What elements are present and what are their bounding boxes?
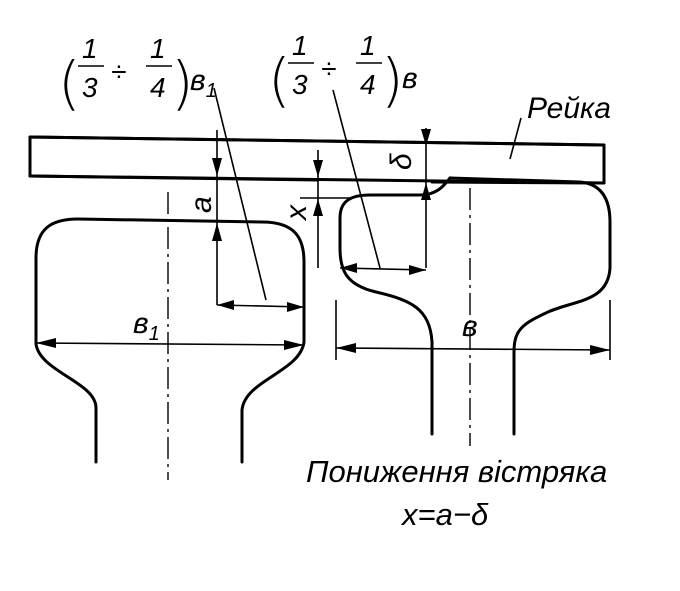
dimension-delta-label: δ <box>385 153 418 170</box>
left-rail-profile <box>34 192 306 480</box>
left-frac2-den: 4 <box>150 72 166 103</box>
rail-leader-line <box>509 117 522 160</box>
dimension-b1-label: в1 <box>133 307 160 345</box>
right-div-sign: ÷ <box>321 53 336 84</box>
dimension-a-label: a <box>185 196 218 213</box>
left-frac1-num: 1 <box>82 33 98 64</box>
left-fraction-dimension <box>213 87 305 312</box>
left-paren-open: ( <box>58 49 81 117</box>
dimension-b1 <box>35 338 305 350</box>
right-fraction-dimension <box>332 89 427 275</box>
right-frac1-num: 1 <box>292 30 308 61</box>
left-fraction-var: в1 <box>190 64 217 102</box>
dimension-x <box>300 150 350 268</box>
dimension-delta <box>421 128 431 268</box>
right-fraction-formula: ( 1 3 ÷ 1 4 ) в <box>268 30 418 114</box>
dimension-a <box>212 130 222 305</box>
caption-line-2: x=a−δ <box>400 497 489 532</box>
right-frac1-den: 3 <box>292 69 308 100</box>
left-div-sign: ÷ <box>111 56 126 87</box>
dimension-b <box>335 300 611 360</box>
left-paren-close: ) <box>171 49 194 117</box>
caption-line-1: Пониження вістряка <box>306 454 607 489</box>
right-paren-close: ) <box>381 46 404 114</box>
rail-label: Рейка <box>527 92 611 125</box>
left-frac1-den: 3 <box>82 72 98 103</box>
right-fraction-var: в <box>402 62 418 95</box>
dimension-x-label: x <box>280 204 313 222</box>
right-frac2-den: 4 <box>360 69 376 100</box>
left-frac2-num: 1 <box>150 33 166 64</box>
rail-bar <box>28 135 606 185</box>
right-paren-open: ( <box>268 46 291 114</box>
dimension-b-label: в <box>462 310 478 343</box>
left-fraction-formula: ( 1 3 ÷ 1 4 ) в1 <box>58 33 217 117</box>
right-frac2-num: 1 <box>360 30 376 61</box>
